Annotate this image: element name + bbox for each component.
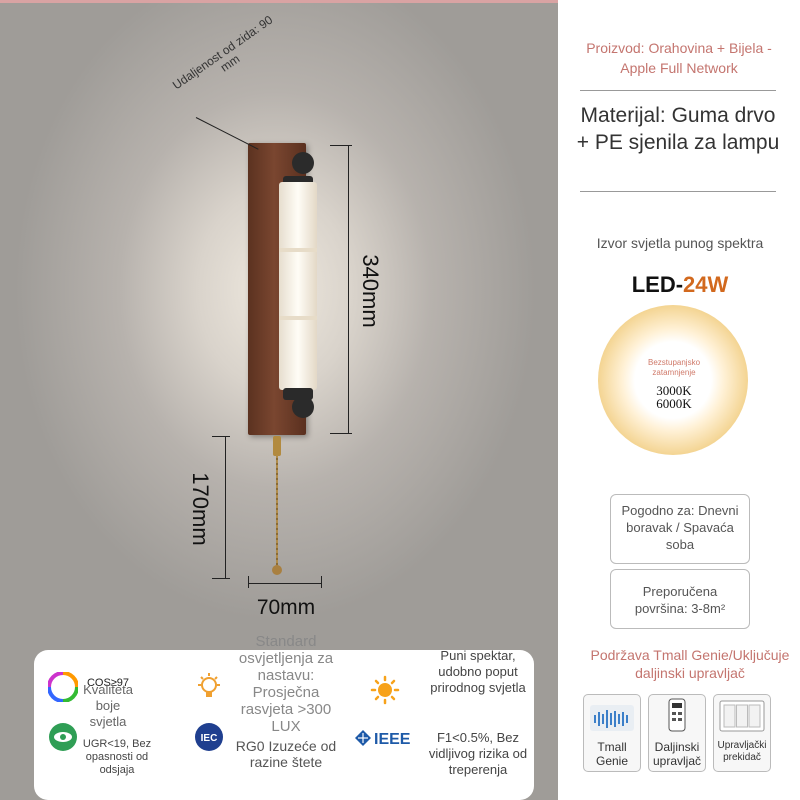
dimming-label: Bezstupanjsko zatamnjenje <box>647 358 701 377</box>
features-card <box>34 650 534 800</box>
standard-label: Standard osvjetljenja za nastavu: Prosje… <box>238 633 334 735</box>
kelvin-low: 3000K <box>656 383 692 398</box>
divider <box>580 90 776 91</box>
eye-icon <box>49 723 77 751</box>
product-name: Proizvod: Orahovina + Bijela - Apple Ful… <box>586 40 772 76</box>
led-prefix: LED- <box>631 272 684 297</box>
width-dimension-line <box>248 583 322 584</box>
led-wattage: 24W <box>683 272 729 297</box>
top-mount-knob <box>292 152 314 174</box>
bottom-mount-knob <box>292 396 314 418</box>
cri-badge: COS≥97 <box>86 677 130 689</box>
chain-dimension-tick <box>212 436 230 437</box>
top-border <box>0 0 800 3</box>
material-text: Materijal: Guma drvo + PE sjenila za lam… <box>576 104 780 154</box>
color-wheel-icon <box>48 672 78 702</box>
control-remote: Daljinski upravljač <box>648 694 706 772</box>
cri-label: Kvaliteta boje svjetla <box>83 682 133 729</box>
ieee-logo-icon: IEEE <box>355 730 411 748</box>
light-source-caption: Izvor svjetla punog spektra <box>596 235 764 251</box>
wall-switch-icon <box>719 700 765 732</box>
chain-dimension-line <box>225 436 226 578</box>
rg0-label: RG0 Izuzeće od razine štete <box>235 738 337 770</box>
control-tmall-genie: Tmall Genie <box>583 694 641 772</box>
suitable-for-box: Pogodno za: Dnevni boravak / Spavaća sob… <box>610 494 750 564</box>
full-spectrum-label: Puni spektar, udobno poput prirodnog svj… <box>430 648 526 695</box>
chain-dimension-tick <box>212 578 230 579</box>
pull-chain-connector <box>273 436 281 456</box>
tmall-genie-icon <box>590 705 634 731</box>
lamp-shade <box>279 182 317 390</box>
remote-control-icon <box>668 698 686 732</box>
width-label: 70mm <box>256 596 316 619</box>
width-dimension-tick <box>321 576 322 588</box>
recommended-area-box: Preporučena površina: 3-8m² <box>610 569 750 629</box>
control-label: Daljinski upravljač <box>652 740 702 768</box>
ring-center <box>639 346 709 416</box>
width-dimension-tick <box>248 576 249 588</box>
lightbulb-icon <box>198 673 220 697</box>
suitable-for-text: Pogodno za: Dnevni boravak / Spavaća sob… <box>621 503 739 552</box>
control-label: Tmall Genie <box>595 740 629 768</box>
led-power: LED-24W <box>580 272 780 298</box>
height-dimension-line <box>348 145 349 433</box>
sun-icon <box>370 675 400 705</box>
shade-band <box>279 316 317 320</box>
bottom-cap <box>283 388 313 400</box>
pull-chain[interactable] <box>276 455 278 567</box>
height-dimension-tick <box>330 145 352 146</box>
pull-chain-bead[interactable] <box>272 565 282 575</box>
flicker-label: F1<0.5%, Bez vidljivog rizika od trepere… <box>428 730 528 777</box>
height-label: 340mm <box>358 254 383 328</box>
recommended-area-text: Preporučena površina: 3-8m² <box>634 584 726 616</box>
tmall-support-text: Podržava Tmall Genie/Uključuje daljinski… <box>590 647 790 681</box>
iec-badge: IEC <box>201 733 218 744</box>
shade-band <box>279 248 317 252</box>
control-label: Upravljački prekidač <box>717 740 767 763</box>
height-dimension-tick <box>330 433 352 434</box>
chain-label: 170mm <box>188 472 213 546</box>
divider <box>580 191 776 192</box>
control-wall-switch: Upravljački prekidač <box>713 694 771 772</box>
ieee-badge: IEEE <box>374 731 411 748</box>
iec-logo-icon: IEC <box>195 723 223 751</box>
kelvin-high: 6000K <box>656 396 692 411</box>
ugr-label: UGR<19, Bez opasnosti od odsjaja <box>82 738 152 776</box>
